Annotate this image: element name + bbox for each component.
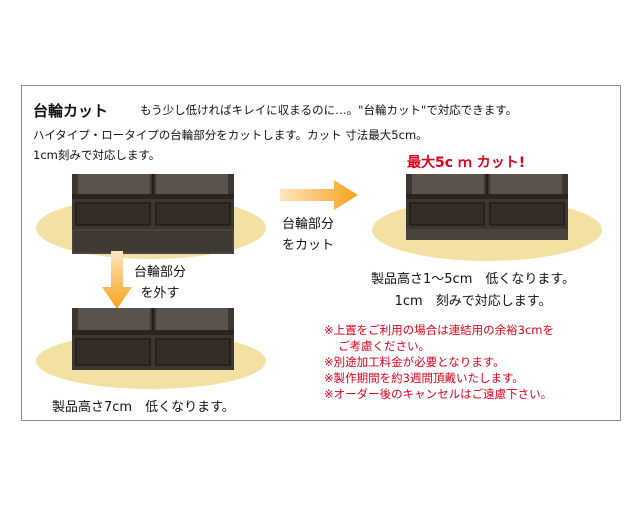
note-item: ※オーダー後のキャンセルはご遠慮下さい。 [324, 387, 553, 401]
note-item: ご考慮ください。 [338, 339, 430, 353]
cut-arrow-label: 台輪部分 をカット [282, 217, 335, 253]
lead-text: もう少し低ければキレイに収まるのに…。"台輪カット"で対応できます。 [140, 103, 518, 117]
info-panel: 台輪カット もう少し低ければキレイに収まるのに…。"台輪カット"で対応できます。… [21, 85, 621, 421]
notes-list: ※上置をご利用の場合は連結用の余裕3cmを ご考慮ください。 ※別途加工料金が必… [324, 322, 554, 402]
description-line-1: ハイタイプ・ロータイプの台輪部分をカットします。カット 寸法最大5cm。 [33, 128, 428, 142]
cabinet-original-image [72, 174, 234, 254]
arrow-down-icon [102, 251, 132, 309]
note-item: ※製作期間を約3週間頂戴いたします。 [324, 371, 524, 385]
cut-result-text: 製品高さ1～5cm 低くなります。 1cm 刻みで対応します。 [371, 272, 576, 309]
arrow-right-icon [280, 180, 358, 210]
section-title: 台輪カット [33, 102, 109, 120]
remove-arrow-label: 台輪部分 を外す [134, 265, 187, 301]
description-line-2: 1cm刻みで対応します。 [33, 148, 161, 162]
cabinet-removed-image [72, 308, 234, 370]
max-cut-label: 最大5c ｍ カット! [407, 155, 526, 171]
note-item: ※上置をご利用の場合は連結用の余裕3cmを [324, 323, 554, 337]
note-item: ※別途加工料金が必要となります。 [324, 355, 505, 369]
cabinet-cut-image [406, 174, 568, 240]
remove-result-text: 製品高さ7cm 低くなります。 [52, 400, 235, 415]
